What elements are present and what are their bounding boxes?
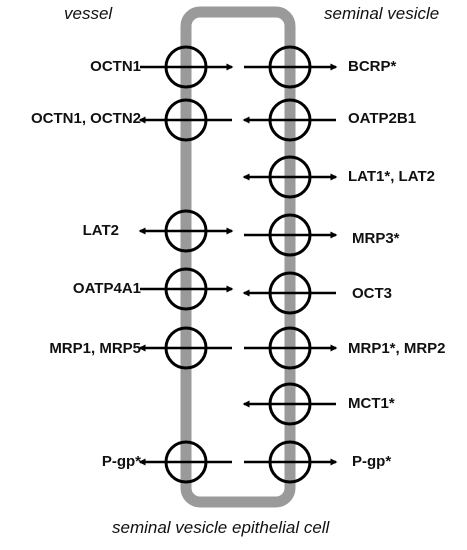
transporter-label-oct3: OCT3 — [352, 285, 393, 302]
transporter-left-2 — [138, 209, 234, 253]
transporter-label-octn1-octn2: OCTN1, OCTN2 — [30, 110, 141, 127]
transporter-label-pgp-left: P-gp* — [101, 453, 141, 470]
transporter-label-mrp3: MRP3* — [352, 230, 400, 247]
transporter-label-mct1: MCT1* — [348, 395, 395, 412]
transporter-label-lat2: LAT2 — [82, 222, 119, 239]
vessel-title: vessel — [64, 4, 113, 23]
cell-title: seminal vesicle epithelial cell — [112, 518, 330, 537]
transporter-label-octn1: OCTN1 — [90, 58, 141, 75]
transporter-right-5 — [244, 326, 338, 370]
transporters — [138, 45, 338, 484]
epithelial-cell-outline — [180, 6, 296, 508]
transporter-right-7 — [244, 440, 338, 484]
transporter-right-4 — [242, 271, 336, 315]
transporter-right-0 — [244, 45, 338, 89]
transporter-label-oatp4a1: OATP4A1 — [72, 280, 141, 297]
transporter-right-3 — [244, 213, 338, 257]
transporter-label-pgp-right: P-gp* — [352, 453, 392, 470]
transporter-label-mrp1-mrp5: MRP1, MRP5 — [49, 340, 141, 357]
transporter-label-oatp2b1: OATP2B1 — [348, 110, 417, 127]
transporter-label-bcrp: BCRP* — [348, 58, 397, 75]
transporter-left-0 — [140, 45, 234, 89]
transporter-right-1 — [242, 98, 336, 142]
transporter-right-6 — [242, 382, 336, 426]
transporter-label-mrp1-mrp2: MRP1*, MRP2 — [348, 340, 446, 357]
seminal-vesicle-title: seminal vesicle — [324, 4, 440, 23]
transporter-left-4 — [138, 326, 232, 370]
transporter-left-1 — [138, 98, 232, 142]
transporter-left-3 — [140, 267, 234, 311]
transporter-left-5 — [138, 440, 232, 484]
transporter-right-2 — [242, 155, 338, 199]
transporter-label-lat1-lat2: LAT1*, LAT2 — [348, 168, 435, 185]
